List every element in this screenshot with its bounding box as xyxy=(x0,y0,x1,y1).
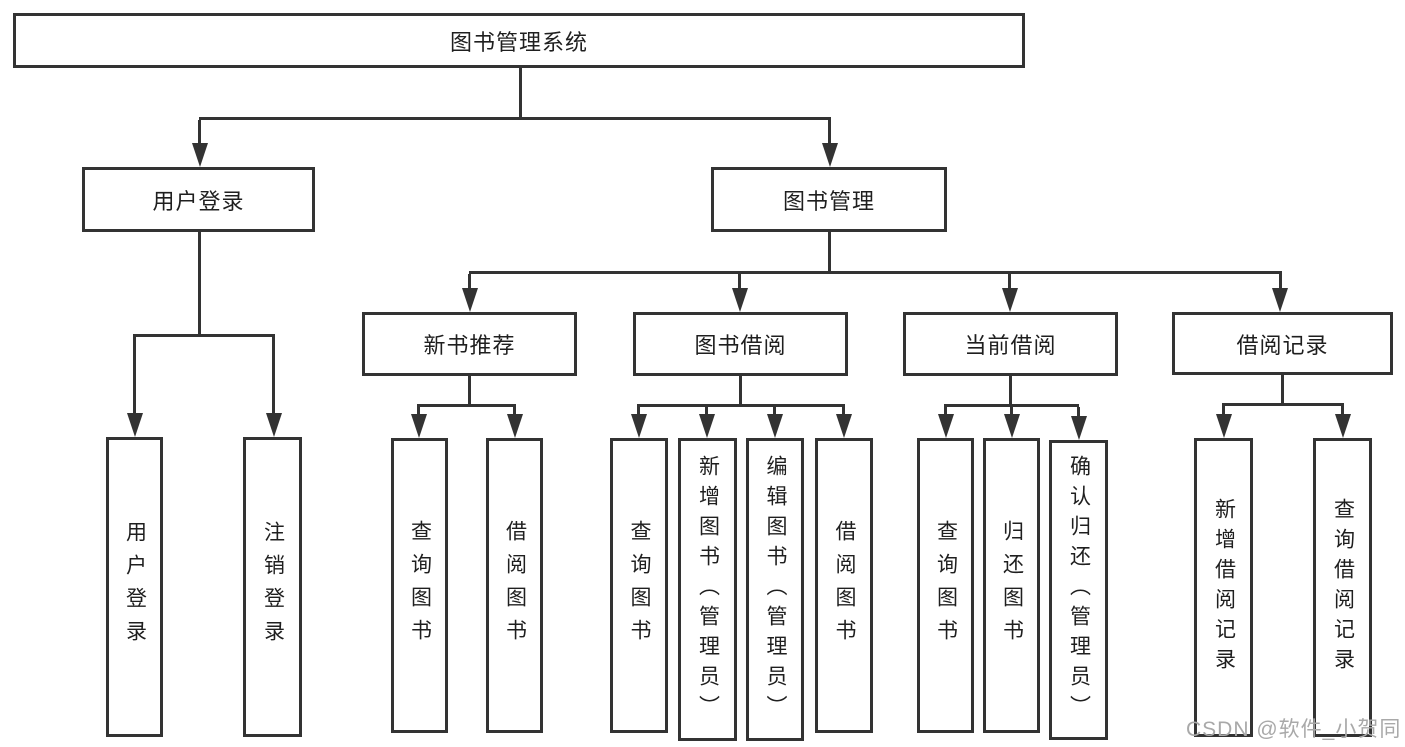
arrowhead-nb-borrow xyxy=(507,414,523,438)
node-borrowing-records-label: 借阅记录 xyxy=(1236,332,1329,358)
arrowhead-book-borrowing xyxy=(732,288,748,312)
connector-stub-bb-query xyxy=(637,407,640,416)
connector-new-book-vline xyxy=(468,376,471,407)
connector-stub-new-book xyxy=(468,274,471,288)
connector-stub-book-borrowing xyxy=(738,274,741,288)
arrowhead-bb-add xyxy=(699,414,715,438)
leaf-user-login: 用户登录 xyxy=(106,437,163,737)
leaf-borrow-books-recommend: 借阅图书 xyxy=(486,438,543,733)
connector-stub-br-add xyxy=(1222,406,1225,414)
leaf-confirm-return-admin-label: 确认归还（管理员） xyxy=(1067,455,1091,725)
connector-borrowing-records-hline xyxy=(1222,403,1344,406)
connector-stub-bb-edit xyxy=(773,407,776,416)
connector-stub-cb-return xyxy=(1010,407,1013,416)
arrowhead-leaf-logout xyxy=(266,413,282,437)
leaf-query-books-recommend: 查询图书 xyxy=(391,438,448,733)
arrowhead-bb-edit xyxy=(767,414,783,438)
connector-root-hline xyxy=(199,117,831,120)
connector-stub-bb-borrow xyxy=(842,407,845,416)
leaf-borrow-books-recommend-label: 借阅图书 xyxy=(503,519,527,652)
node-user-login: 用户登录 xyxy=(82,167,315,232)
leaf-add-book-admin: 新增图书（管理员） xyxy=(678,438,737,741)
arrowhead-leaf-user-login xyxy=(127,413,143,437)
node-borrowing-records: 借阅记录 xyxy=(1172,312,1393,375)
arrowhead-br-add xyxy=(1216,414,1232,438)
connector-current-borrowing-hline xyxy=(944,404,1079,407)
leaf-borrow-books-borrowing-label: 借阅图书 xyxy=(833,519,856,652)
leaf-add-book-admin-label: 新增图书（管理员） xyxy=(696,454,720,725)
connector-stub-book-management xyxy=(828,120,831,144)
connector-stub-borrowing-records xyxy=(1279,274,1282,288)
connector-book-borrowing-hline xyxy=(637,404,845,407)
leaf-confirm-return-admin: 确认归还（管理员） xyxy=(1049,440,1108,740)
connector-borrowing-records-vline xyxy=(1281,375,1284,406)
node-library-system-label: 图书管理系统 xyxy=(449,29,588,55)
node-current-borrowing-label: 当前借阅 xyxy=(964,333,1057,358)
arrowhead-user-login xyxy=(192,143,208,167)
connector-stub-cb-confirm xyxy=(1077,407,1080,418)
connector-stub-nb-borrow xyxy=(513,407,516,416)
leaf-return-books: 归还图书 xyxy=(983,438,1040,733)
arrowhead-cb-return xyxy=(1004,414,1020,438)
node-book-borrowing-label: 图书借阅 xyxy=(694,333,787,358)
leaf-query-books-borrowing: 查询图书 xyxy=(610,438,668,733)
leaf-return-books-label: 归还图书 xyxy=(1000,519,1024,652)
connector-stub-br-query xyxy=(1341,406,1344,414)
node-new-book-recommend-label: 新书推荐 xyxy=(423,333,516,358)
node-user-login-label: 用户登录 xyxy=(152,188,245,214)
connector-book-borrowing-vline xyxy=(739,376,742,407)
connector-current-borrowing-vline xyxy=(1009,376,1012,407)
connector-stub-leaf-user-login xyxy=(133,337,136,413)
leaf-edit-book-admin-label: 编辑图书（管理员） xyxy=(764,454,787,725)
leaf-user-login-label: 用户登录 xyxy=(123,521,147,653)
connector-user-login-hline xyxy=(133,334,275,337)
node-book-borrowing: 图书借阅 xyxy=(633,312,848,376)
arrowhead-br-query xyxy=(1335,414,1351,438)
connector-stub-cb-query xyxy=(944,407,947,416)
connector-book-management-hline xyxy=(469,271,1282,274)
arrowhead-cb-query xyxy=(938,414,954,438)
node-current-borrowing: 当前借阅 xyxy=(903,312,1118,376)
leaf-borrow-books-borrowing: 借阅图书 xyxy=(815,438,873,733)
connector-new-book-hline xyxy=(417,404,516,407)
connector-user-login-vline xyxy=(198,232,201,336)
node-book-management-label: 图书管理 xyxy=(782,188,875,214)
arrowhead-borrowing-records xyxy=(1272,288,1288,312)
connector-stub-nb-query xyxy=(417,407,420,416)
arrowhead-book-management xyxy=(822,143,838,167)
connector-stub-leaf-logout xyxy=(272,337,275,413)
arrowhead-bb-borrow xyxy=(836,414,852,438)
connector-stub-user-login xyxy=(198,120,201,144)
leaf-query-books-current-label: 查询图书 xyxy=(934,519,958,652)
leaf-query-books-borrowing-label: 查询图书 xyxy=(628,519,651,652)
leaf-add-borrow-record-label: 新增借阅记录 xyxy=(1212,497,1236,678)
connector-stub-current-borrowing xyxy=(1008,274,1011,288)
arrowhead-nb-query xyxy=(411,414,427,438)
connector-book-management-vline xyxy=(828,232,831,274)
leaf-edit-book-admin: 编辑图书（管理员） xyxy=(746,438,804,741)
node-library-system: 图书管理系统 xyxy=(13,13,1025,68)
leaf-query-borrow-record-label: 查询借阅记录 xyxy=(1331,497,1355,678)
leaf-query-books-recommend-label: 查询图书 xyxy=(408,519,432,652)
leaf-logout: 注销登录 xyxy=(243,437,302,737)
leaf-logout-label: 注销登录 xyxy=(261,521,285,653)
arrowhead-new-book xyxy=(462,288,478,312)
node-book-management: 图书管理 xyxy=(711,167,947,232)
arrowhead-bb-query xyxy=(631,414,647,438)
leaf-add-borrow-record: 新增借阅记录 xyxy=(1194,438,1253,737)
arrowhead-current-borrowing xyxy=(1002,288,1018,312)
leaf-query-borrow-record: 查询借阅记录 xyxy=(1313,438,1372,737)
connector-root-vline xyxy=(519,66,522,119)
connector-stub-bb-add xyxy=(705,407,708,416)
arrowhead-cb-confirm xyxy=(1071,416,1087,440)
watermark-text: CSDN @软件_小贺同学 xyxy=(1186,718,1402,741)
leaf-query-books-current: 查询图书 xyxy=(917,438,974,733)
node-new-book-recommend: 新书推荐 xyxy=(362,312,577,376)
